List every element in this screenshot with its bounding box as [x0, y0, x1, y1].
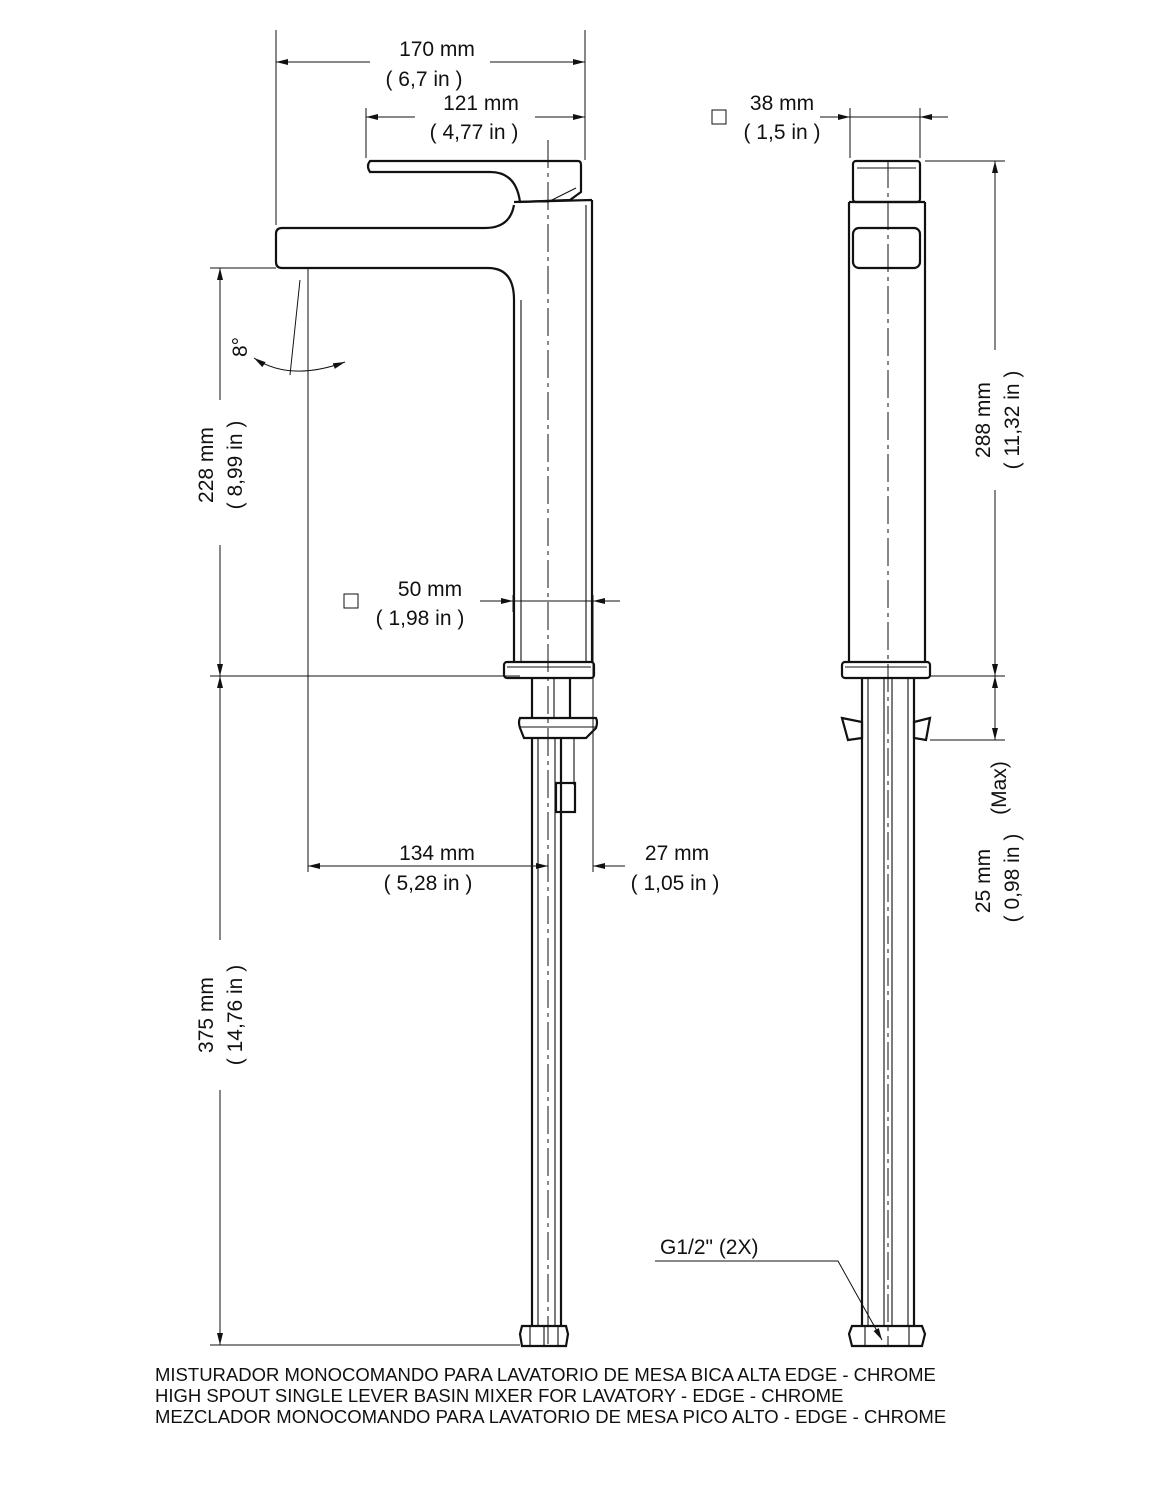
- lever: [366, 159, 583, 204]
- dim-27-mm: 27 mm: [645, 842, 709, 865]
- dim-288-mm: 288 mm: [972, 382, 995, 458]
- square-symbol-icon: [711, 109, 727, 125]
- dim-25-mm: 25 mm: [972, 849, 995, 913]
- dim-375-mm: 375 mm: [195, 977, 218, 1053]
- side-view: 38 mm ( 1,5 in ) 288 mm ( 11,32 in ) 25 …: [655, 92, 1024, 1348]
- dim-50-in: ( 1,98 in ): [376, 607, 465, 630]
- caption-en: HIGH SPOUT SINGLE LEVER BASIN MIXER FOR …: [155, 1385, 844, 1406]
- side-spout-face: [851, 226, 922, 270]
- caption: MISTURADOR MONOCOMANDO PARA LAVATORIO DE…: [155, 1364, 946, 1427]
- dim-134-in: ( 5,28 in ): [384, 872, 473, 895]
- dim-288-in: ( 11,32 in ): [1001, 371, 1024, 470]
- dim-38-mm: 38 mm: [750, 92, 814, 115]
- dim-228-mm: 228 mm: [195, 427, 218, 503]
- base-plate: [502, 660, 596, 680]
- side-lever: [851, 159, 922, 204]
- dim-170-in: ( 6,7 in ): [385, 68, 462, 91]
- dim-134-mm: 134 mm: [399, 842, 475, 865]
- fixing-nut: [517, 716, 599, 740]
- dim-375-in: ( 14,76 in ): [224, 965, 247, 1065]
- dim-170-mm: 170 mm: [399, 38, 475, 61]
- square-symbol-icon: [343, 593, 359, 609]
- dim-121-mm: 121 mm: [443, 92, 519, 115]
- technical-drawing: 8° 170 mm ( 6,7 in ) 121 mm ( 4,77 in ) …: [195, 30, 1024, 1348]
- hose-nut: [518, 1324, 570, 1348]
- dim-38-in: ( 1,5 in ): [743, 121, 820, 144]
- cartridge-box: [554, 781, 577, 814]
- side-hose-nut: [847, 1324, 927, 1348]
- side-base-plate: [840, 660, 932, 680]
- dim-121-in: ( 4,77 in ): [430, 121, 519, 144]
- dim-50-mm: 50 mm: [398, 578, 462, 601]
- dim-25-in: ( 0,98 in ): [1001, 834, 1024, 923]
- thread-label: G1/2" (2X): [660, 1236, 759, 1259]
- angle-label: 8°: [229, 337, 252, 357]
- front-view: 8° 170 mm ( 6,7 in ) 121 mm ( 4,77 in ) …: [195, 30, 720, 1348]
- dim-25-max: (Max): [988, 761, 1011, 815]
- spout: [274, 204, 516, 301]
- caption-es: MEZCLADOR MONOCOMANDO PARA LAVATORIO DE …: [155, 1406, 947, 1427]
- caption-pt: MISTURADOR MONOCOMANDO PARA LAVATORIO DE…: [155, 1364, 936, 1385]
- dim-27-in: ( 1,05 in ): [631, 872, 720, 895]
- dim-228-in: ( 8,99 in ): [224, 421, 247, 510]
- side-fixing-nut: [840, 716, 932, 742]
